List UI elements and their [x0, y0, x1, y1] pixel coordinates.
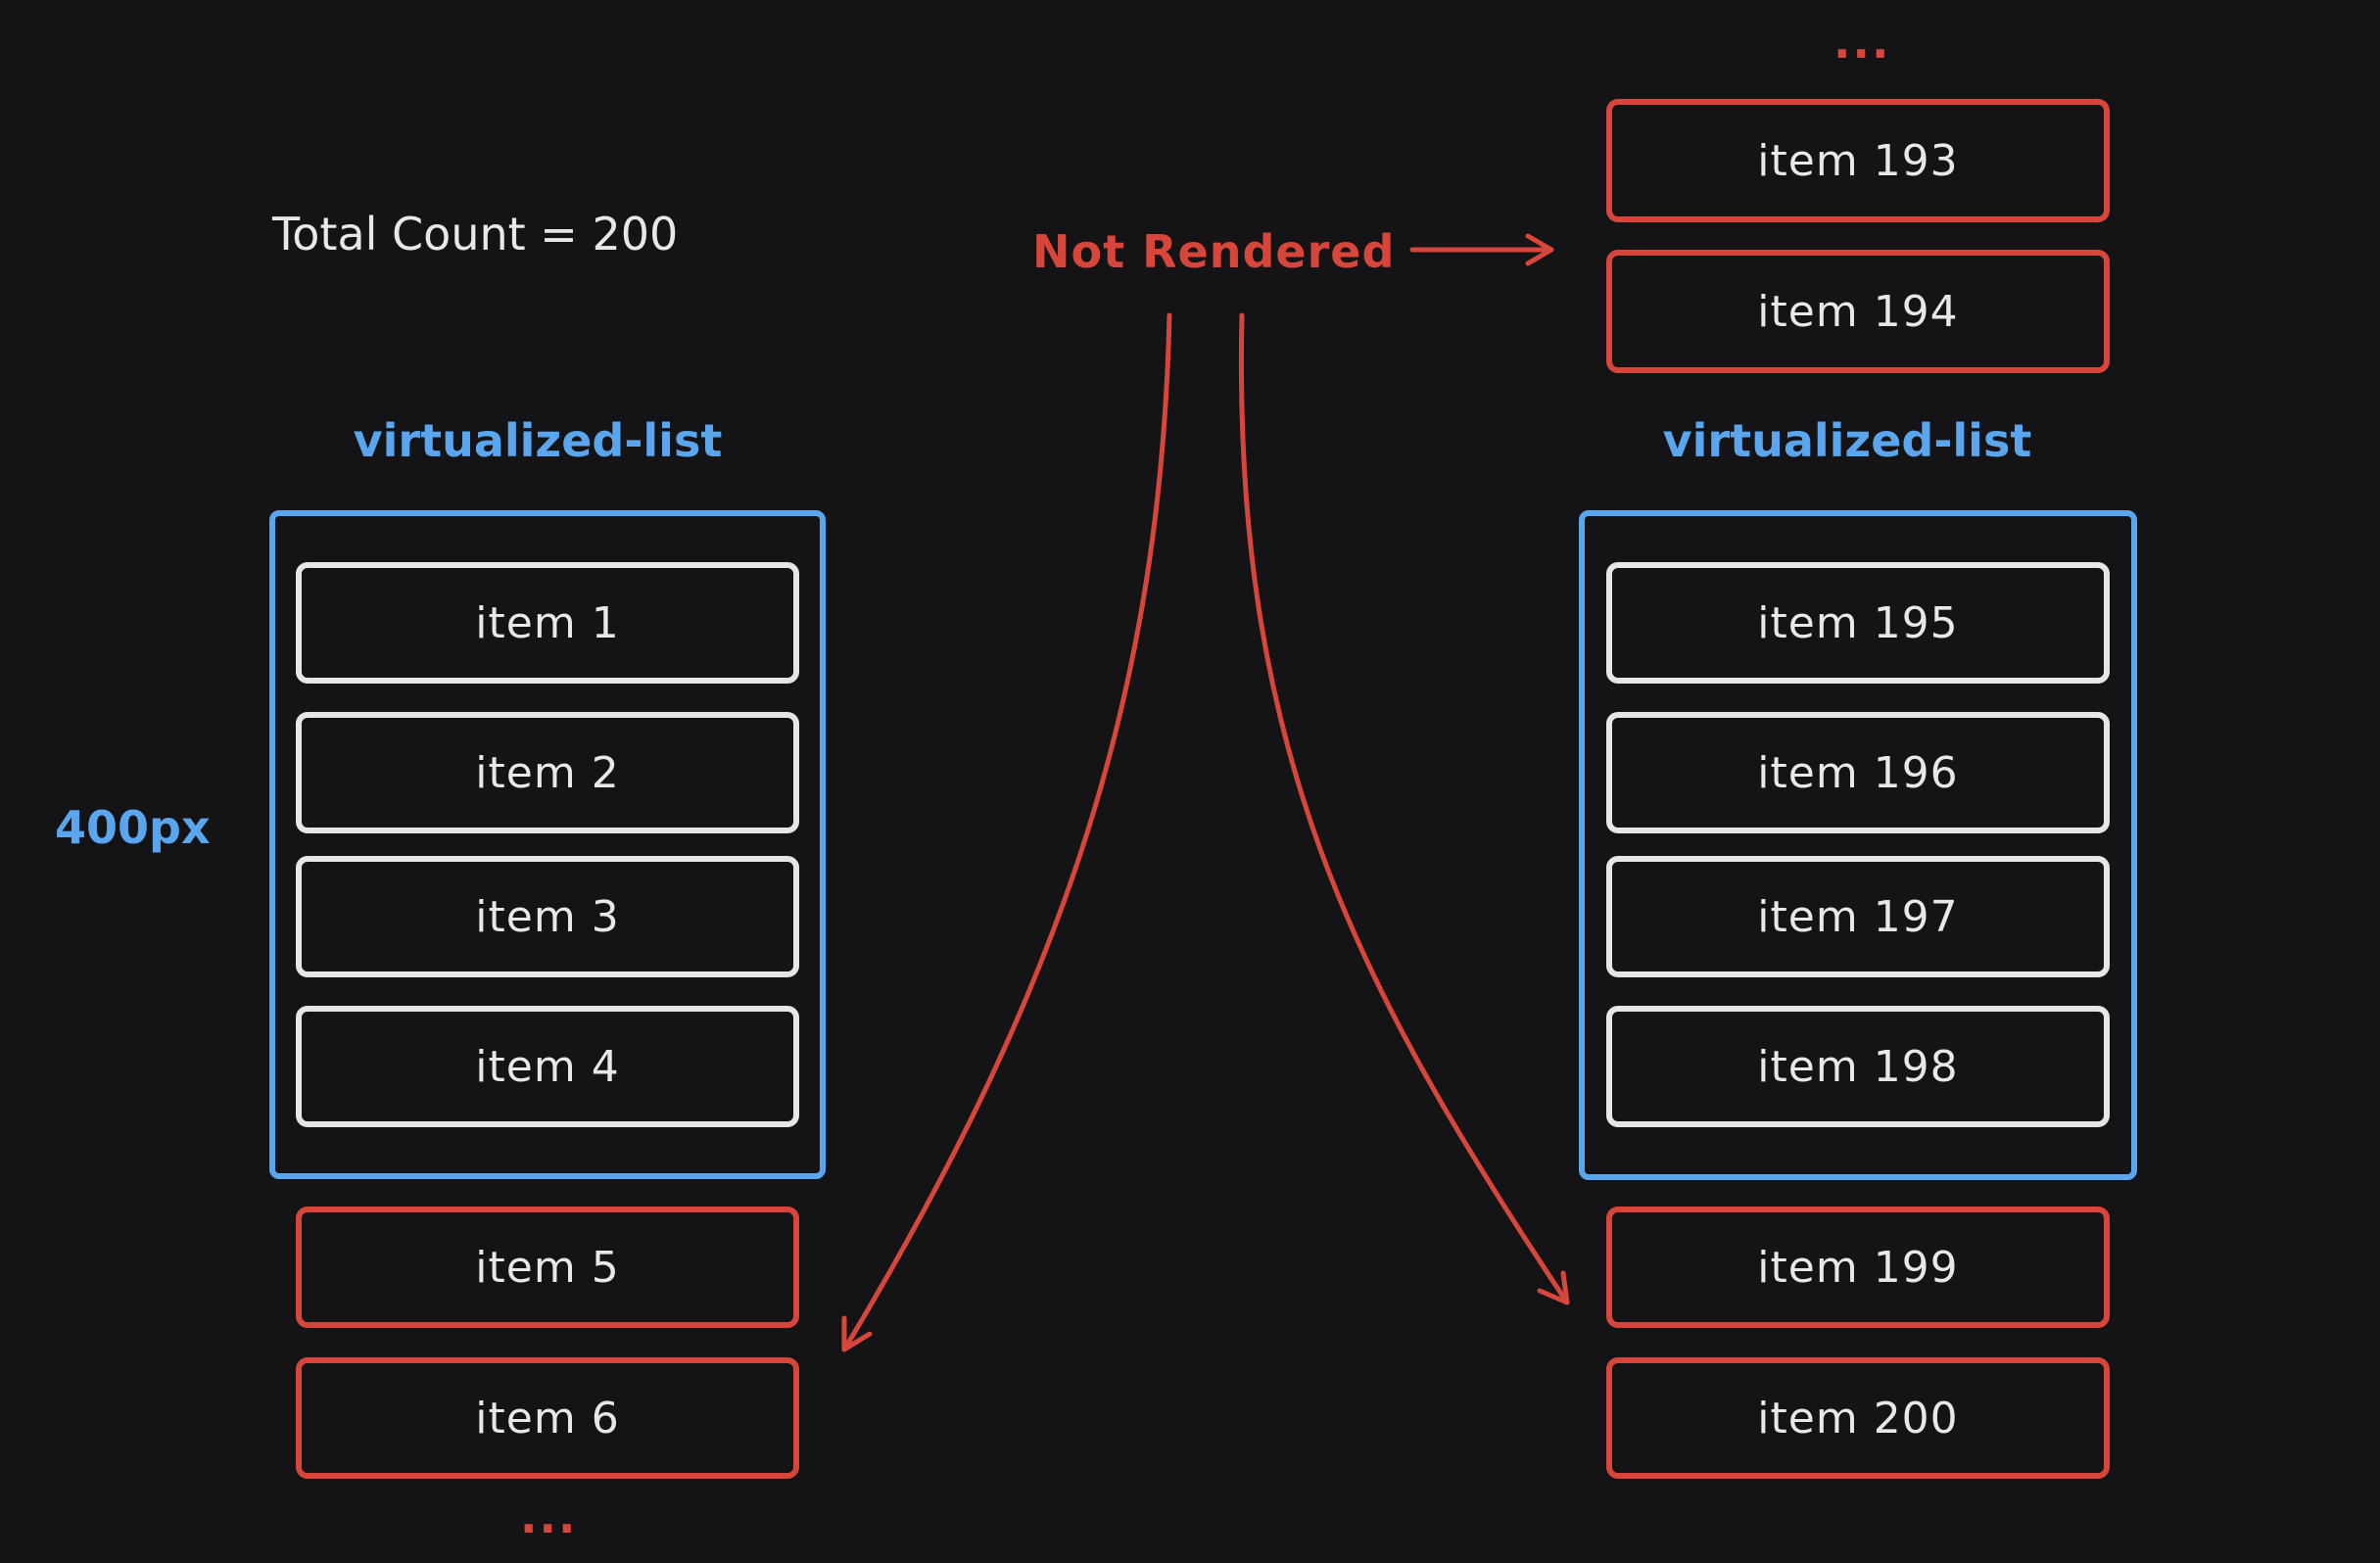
right-viewport [1579, 510, 2137, 1180]
not-rendered-item: item 200 [1606, 1357, 2110, 1479]
not-rendered-item: item 193 [1606, 99, 2110, 222]
arrow-head-left [841, 1315, 873, 1352]
left-list-title: virtualized-list [353, 414, 723, 467]
list-item: item 1 [296, 562, 799, 684]
arrow-to-left-items [841, 312, 1172, 1352]
list-item: item 196 [1606, 712, 2110, 833]
arrow-to-right-items [1238, 312, 1570, 1305]
list-item: item 4 [296, 1006, 799, 1127]
not-rendered-item: item 5 [296, 1207, 799, 1328]
list-item: item 197 [1606, 856, 2110, 977]
top-ellipsis: ... [1833, 16, 1891, 69]
total-count-label: Total Count = 200 [272, 208, 679, 260]
arrow-head-right [1537, 1270, 1570, 1305]
not-rendered-item: item 6 [296, 1357, 799, 1479]
left-viewport [269, 510, 826, 1179]
right-list-title: virtualized-list [1662, 414, 2032, 467]
viewport-height-label: 400px [55, 801, 211, 854]
list-item: item 198 [1606, 1006, 2110, 1127]
arrow-head-top [1525, 233, 1554, 266]
list-item: item 195 [1606, 562, 2110, 684]
bottom-ellipsis: ... [520, 1491, 578, 1543]
not-rendered-item: item 199 [1606, 1207, 2110, 1328]
not-rendered-label: Not Rendered [1032, 225, 1396, 278]
list-item: item 2 [296, 712, 799, 833]
not-rendered-item: item 194 [1606, 250, 2110, 373]
list-item: item 3 [296, 856, 799, 977]
